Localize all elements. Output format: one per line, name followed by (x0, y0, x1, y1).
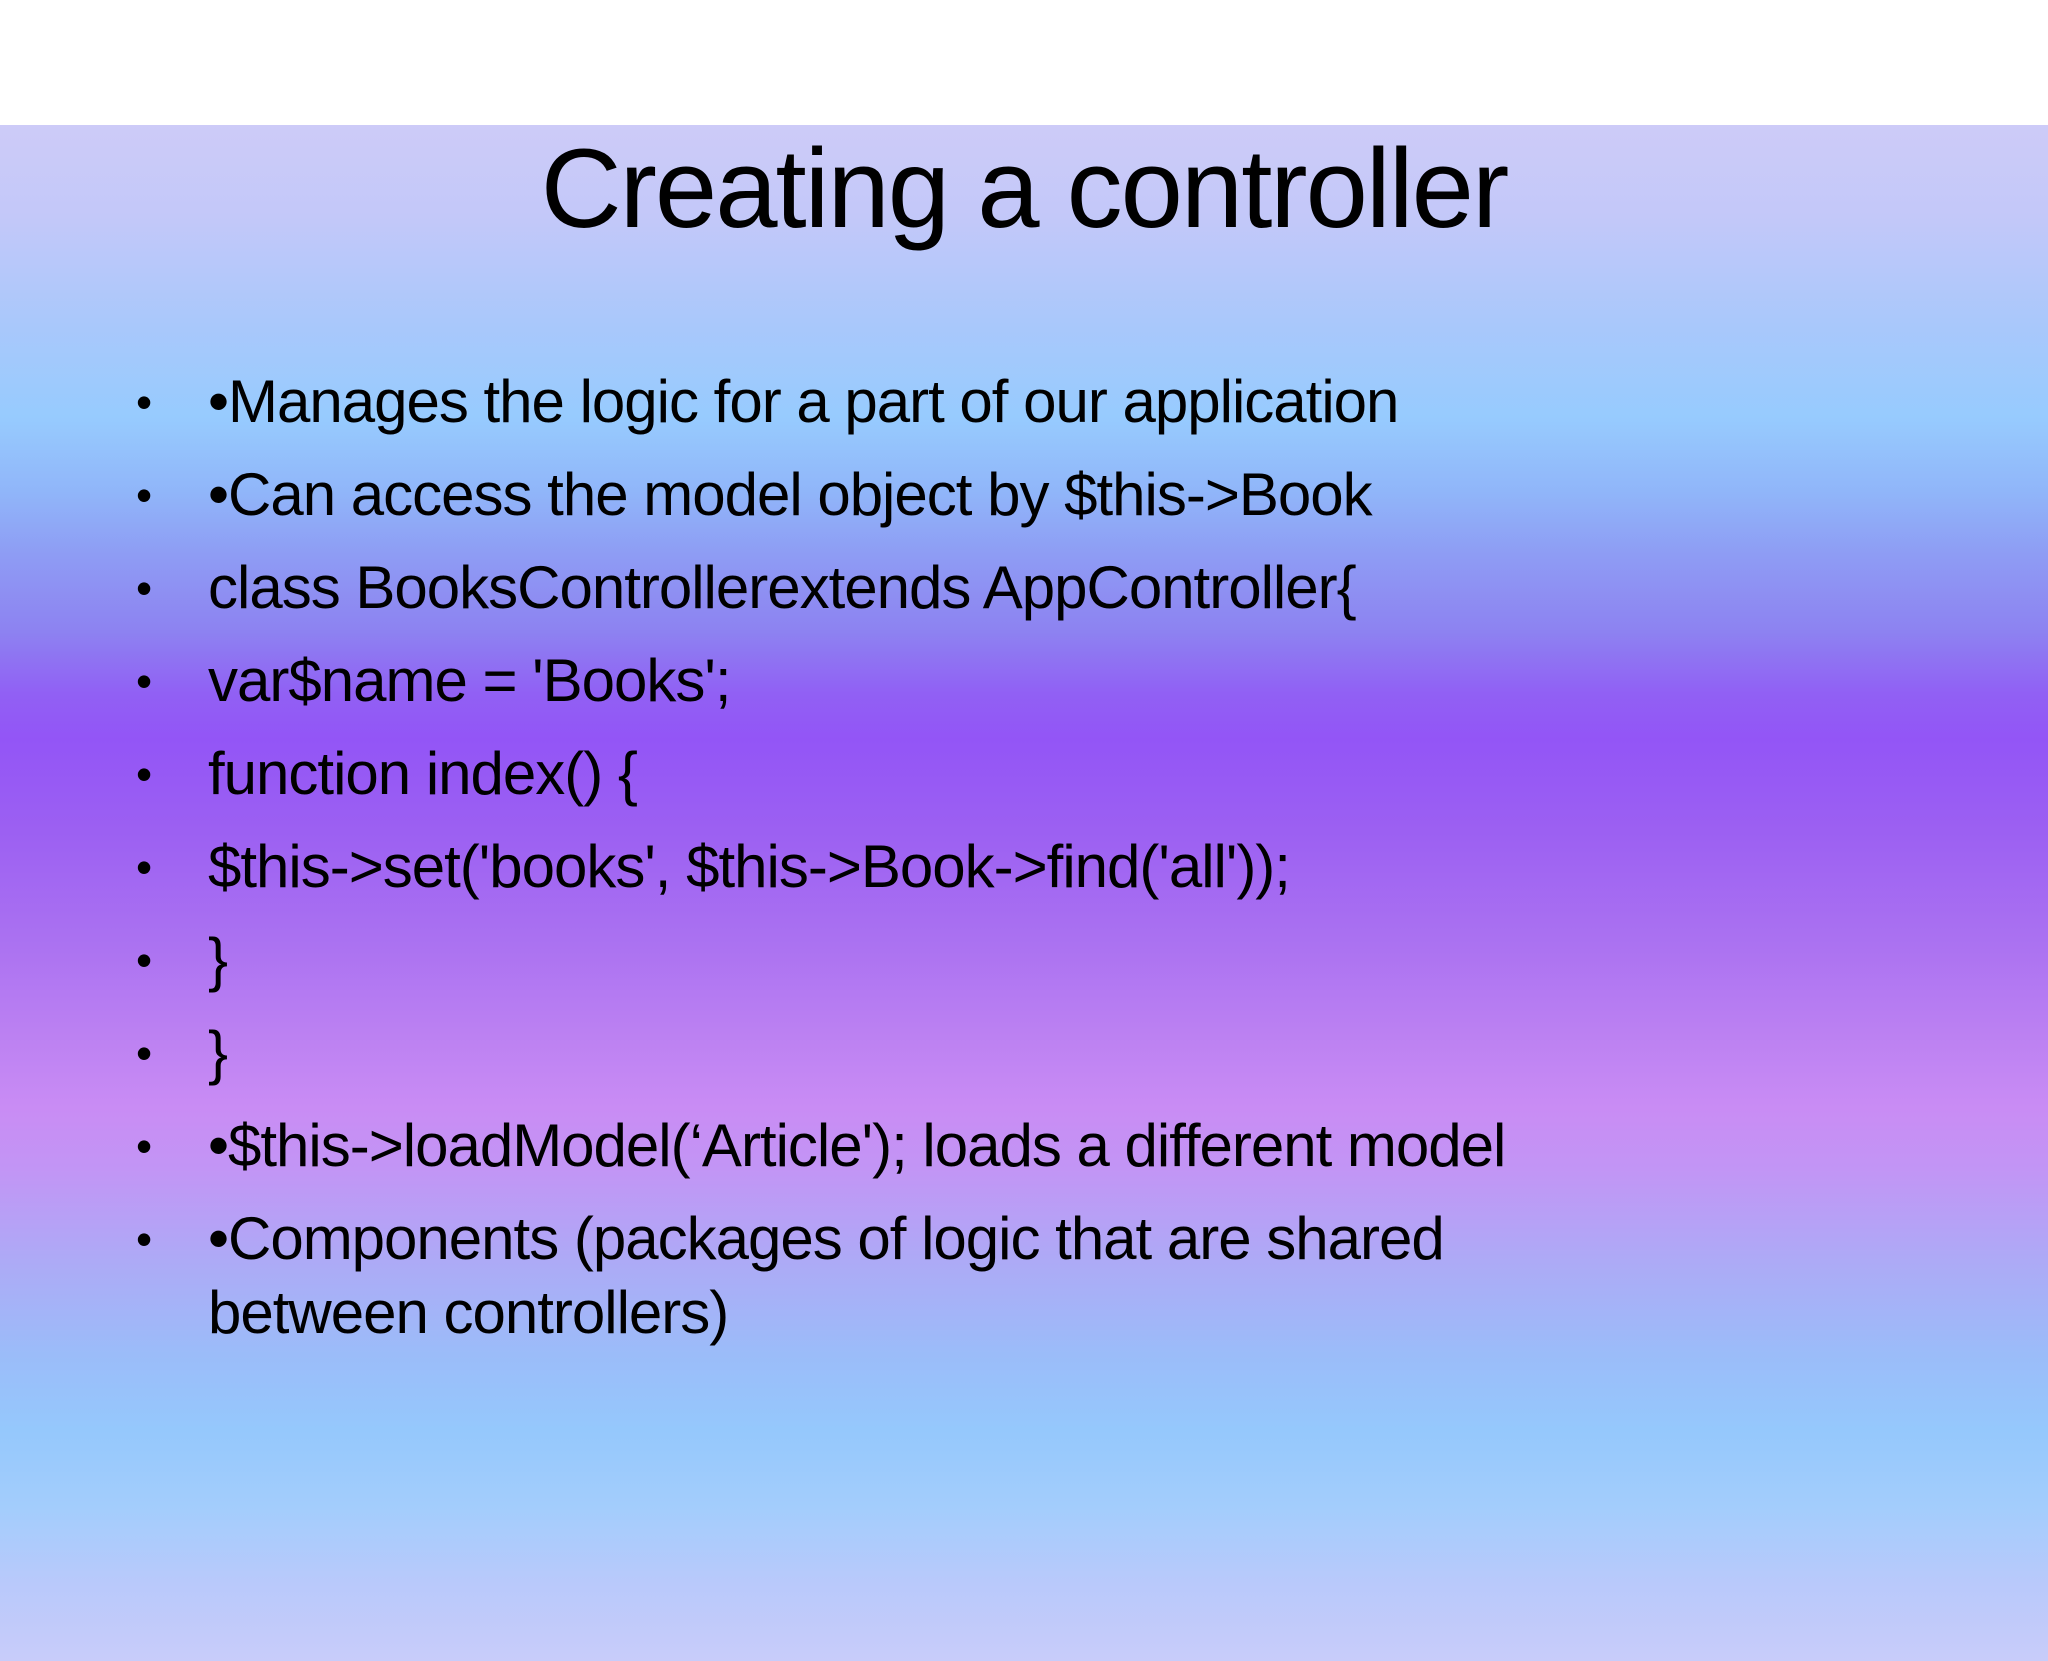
bullet-item: • $this->set('books', $this->Book->find(… (136, 830, 1928, 904)
bullet-marker: • (136, 1026, 152, 1079)
bullet-text: •Manages the logic for a part of our app… (208, 367, 1399, 435)
bullet-marker: • (136, 375, 152, 428)
bullet-marker: • (136, 468, 152, 521)
bullet-text: •Components (packages of logic that are … (208, 1204, 1445, 1346)
bullet-item: • } (136, 1016, 1928, 1090)
bullet-text: } (208, 1018, 228, 1086)
bullet-list: • •Manages the logic for a part of our a… (0, 365, 2048, 1350)
bullet-item: • } (136, 923, 1928, 997)
bullet-item: • function index() { (136, 737, 1928, 811)
bullet-item: • •Components (packages of logic that ar… (136, 1202, 1928, 1350)
bullet-text: $this->set('books', $this->Book->find('a… (208, 832, 1291, 900)
bullet-text: class BooksControllerextends AppControll… (208, 553, 1357, 621)
bullet-item: • •$this->loadModel(‘Article'); loads a … (136, 1109, 1928, 1183)
slide: Creating a controller • •Manages the log… (0, 125, 2048, 1661)
bullet-item: • •Manages the logic for a part of our a… (136, 365, 1928, 439)
bullet-item: • class BooksControllerextends AppContro… (136, 551, 1928, 625)
bullet-marker: • (136, 933, 152, 986)
bullet-marker: • (136, 1119, 152, 1172)
bullet-marker: • (136, 747, 152, 800)
bullet-marker: • (136, 561, 152, 614)
bullet-text: } (208, 925, 228, 993)
bullet-text: •$this->loadModel(‘Article'); loads a di… (208, 1111, 1506, 1179)
bullet-item: • •Can access the model object by $this-… (136, 458, 1928, 532)
slide-title: Creating a controller (540, 126, 1510, 251)
bullet-item: • var$name = 'Books'; (136, 644, 1928, 718)
bullet-text: var$name = 'Books'; (208, 646, 732, 714)
bullet-marker: • (136, 654, 152, 707)
bullet-marker: • (136, 840, 152, 893)
bullet-marker: • (136, 1212, 152, 1265)
bullet-text: function index() { (208, 739, 638, 807)
bullet-text: •Can access the model object by $this->B… (208, 460, 1373, 528)
